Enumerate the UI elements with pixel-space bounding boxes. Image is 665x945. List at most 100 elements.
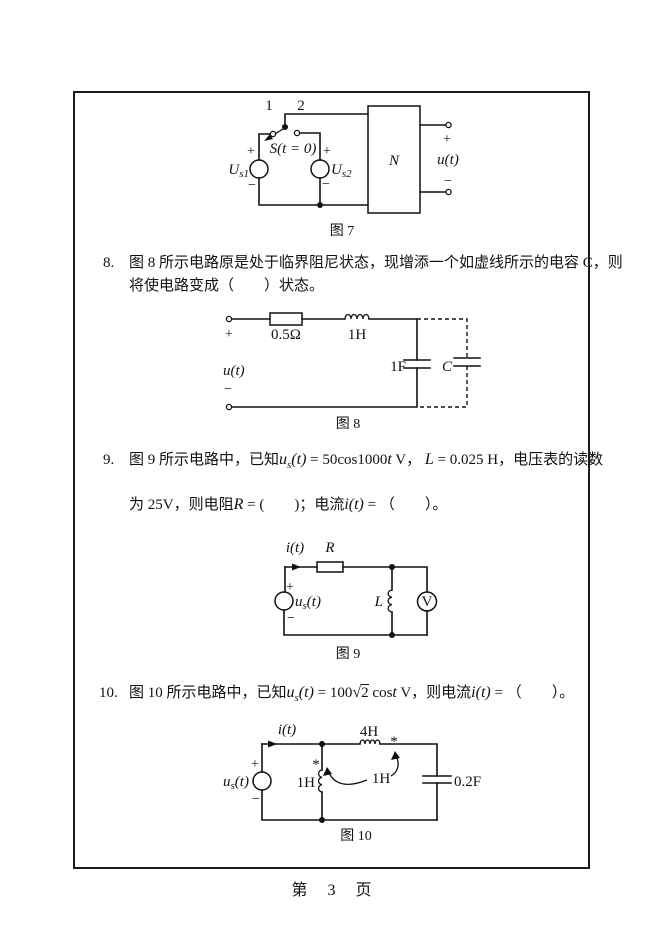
resistor-value-label: 0.5Ω — [271, 327, 301, 343]
dot-convention-star-left: * — [312, 757, 320, 773]
math-var-i: i(t) — [471, 684, 491, 701]
node-dot-bottom — [389, 632, 395, 638]
current-label: i(t) — [286, 540, 304, 556]
question-10-number: 10. — [99, 685, 118, 701]
inductor-4h-coil — [359, 739, 381, 745]
math-i: i — [471, 684, 476, 701]
input-minus-sign: − — [224, 382, 232, 397]
current-arrowhead — [268, 740, 277, 748]
fig10-caption: 图 10 — [340, 829, 372, 844]
us1-minus-sign: − — [248, 178, 256, 193]
math-var-r: R — [233, 496, 244, 513]
question-10-eq: = 100 — [313, 685, 353, 701]
question-9-blank-2: = （ ）。 — [363, 497, 448, 513]
source-minus-sign: − — [287, 611, 295, 626]
question-9-text-2: = 0.025 H，电压表的读数 — [433, 452, 604, 468]
input-voltage-label: u(t) — [223, 363, 245, 379]
us2-label: Us2 — [331, 162, 352, 180]
math-var-l: L — [424, 451, 434, 468]
voltmeter-label: V — [422, 594, 433, 610]
fig10-circuit-diagram: i(t) 4H * * 1H 1H 0.2F + − us(t) 图 10 — [223, 722, 481, 844]
fig7-caption: 图 7 — [330, 224, 355, 239]
page-border — [73, 91, 590, 869]
inductor-label: L — [374, 594, 383, 610]
source-circle — [274, 591, 294, 611]
resistor-box — [269, 312, 303, 326]
question-9-line-1: 9.图 9 所示电路中，已知us(t) = 50cos1000t V， L = … — [103, 451, 603, 474]
us2-sub: s2 — [342, 168, 352, 180]
radical-sign: √ — [352, 684, 362, 701]
node-dot-bottom — [319, 817, 325, 823]
switch-contact-2 — [293, 129, 301, 137]
question-10-text-1: 图 10 所示电路中，已知 — [129, 685, 287, 701]
question-9-text-3: 为 25V，则电阻 — [129, 497, 234, 513]
us-sub: s — [303, 600, 307, 612]
inductor-coil — [344, 313, 370, 320]
switch-pivot-dot — [282, 124, 288, 130]
node-dot-top — [389, 564, 395, 570]
us1-sub: s1 — [239, 168, 249, 180]
math-var-t: t — [387, 451, 392, 468]
us-t: (t) — [235, 774, 249, 790]
page-footer: 第 3 页 — [0, 876, 665, 900]
source-plus-sign: + — [251, 757, 259, 772]
output-minus-sign: − — [444, 174, 452, 189]
inductor-coil — [387, 589, 393, 613]
fig8-caption: 图 8 — [336, 417, 361, 432]
capacitor-1f-label: 1F — [390, 359, 406, 375]
source-voltage-label: us(t) — [295, 594, 321, 612]
question-9-eq-1: = 50cos1000 — [306, 452, 388, 468]
math-var-t: t — [392, 684, 397, 701]
dashed-capacitor-branch — [417, 318, 481, 408]
us1-plus-sign: + — [247, 144, 255, 159]
input-plus-sign: + — [225, 327, 233, 342]
source-voltage-label: us(t) — [223, 774, 249, 792]
cos-text: cos — [368, 685, 393, 701]
capacitor-plates — [422, 775, 452, 784]
mutual-inductance-label: 1H — [372, 771, 391, 787]
us2-minus-sign: − — [322, 177, 330, 192]
inductor-1h-label: 1H — [297, 775, 316, 791]
us1-main: U — [228, 162, 240, 178]
math-us-u: u — [286, 684, 295, 701]
current-arrowhead — [292, 563, 301, 571]
dot-convention-star-right: * — [390, 734, 398, 750]
math-i: i — [344, 496, 349, 513]
question-8-text-2: 将使电路变成（ ）状态。 — [129, 278, 325, 294]
fig9-caption: 图 9 — [336, 647, 361, 662]
switch-pos2-label: 2 — [297, 98, 305, 114]
math-us-sub: s — [294, 692, 299, 705]
question-9-number: 9. — [103, 452, 115, 468]
us-sub: s — [231, 780, 235, 792]
question-9-unit-v: V， — [391, 452, 425, 468]
question-10-text-2: V，则电流 — [396, 685, 472, 701]
us-main: u — [295, 594, 303, 610]
radicand: 2 — [361, 684, 369, 701]
math-us: us(t) — [279, 451, 307, 471]
question-10-blank: = （ ）。 — [490, 685, 575, 701]
source-plus-sign: + — [286, 580, 294, 595]
node-dot-top — [319, 741, 325, 747]
math-us-t: (t) — [298, 684, 314, 701]
us2-main: U — [331, 162, 343, 178]
resistor-box — [316, 561, 344, 573]
capacitor-1f-plates — [403, 359, 431, 369]
question-10-line: 10. 图 10 所示电路中，已知us(t) = 100√2 cost V，则电流… — [99, 684, 574, 707]
page-number-label: 第 3 页 — [291, 882, 374, 899]
question-8-text-1: 图 8 所示电路原是处于临界阻尼状态，现增添一个如虚线所示的电容 C，则 — [129, 255, 623, 271]
math-us-t: (t) — [291, 451, 307, 468]
fig7-circuit-diagram: 1 2 S(t = 0) Us1 Us2 + − + − N + u(t) − … — [228, 98, 458, 239]
question-8-line-1: 8.图 8 所示电路原是处于临界阻尼状态，现增添一个如虚线所示的电容 C，则 — [103, 254, 623, 272]
network-label: N — [388, 153, 400, 169]
question-8-line-2: 将使电路变成（ ）状态。 — [129, 277, 324, 295]
output-terminal-top — [445, 121, 452, 129]
math-i-t: (t) — [348, 496, 364, 513]
us-t: (t) — [307, 594, 321, 610]
math-us-u: u — [279, 451, 288, 468]
fig8-circuit-diagram: + u(t) − 0.5Ω 1H 1F C 图 8 — [223, 312, 481, 432]
input-terminal-bottom — [225, 403, 233, 411]
inductor-4h-label: 4H — [360, 724, 379, 740]
inductor-1h-coil — [317, 769, 323, 793]
us2-plus-sign: + — [323, 144, 331, 159]
